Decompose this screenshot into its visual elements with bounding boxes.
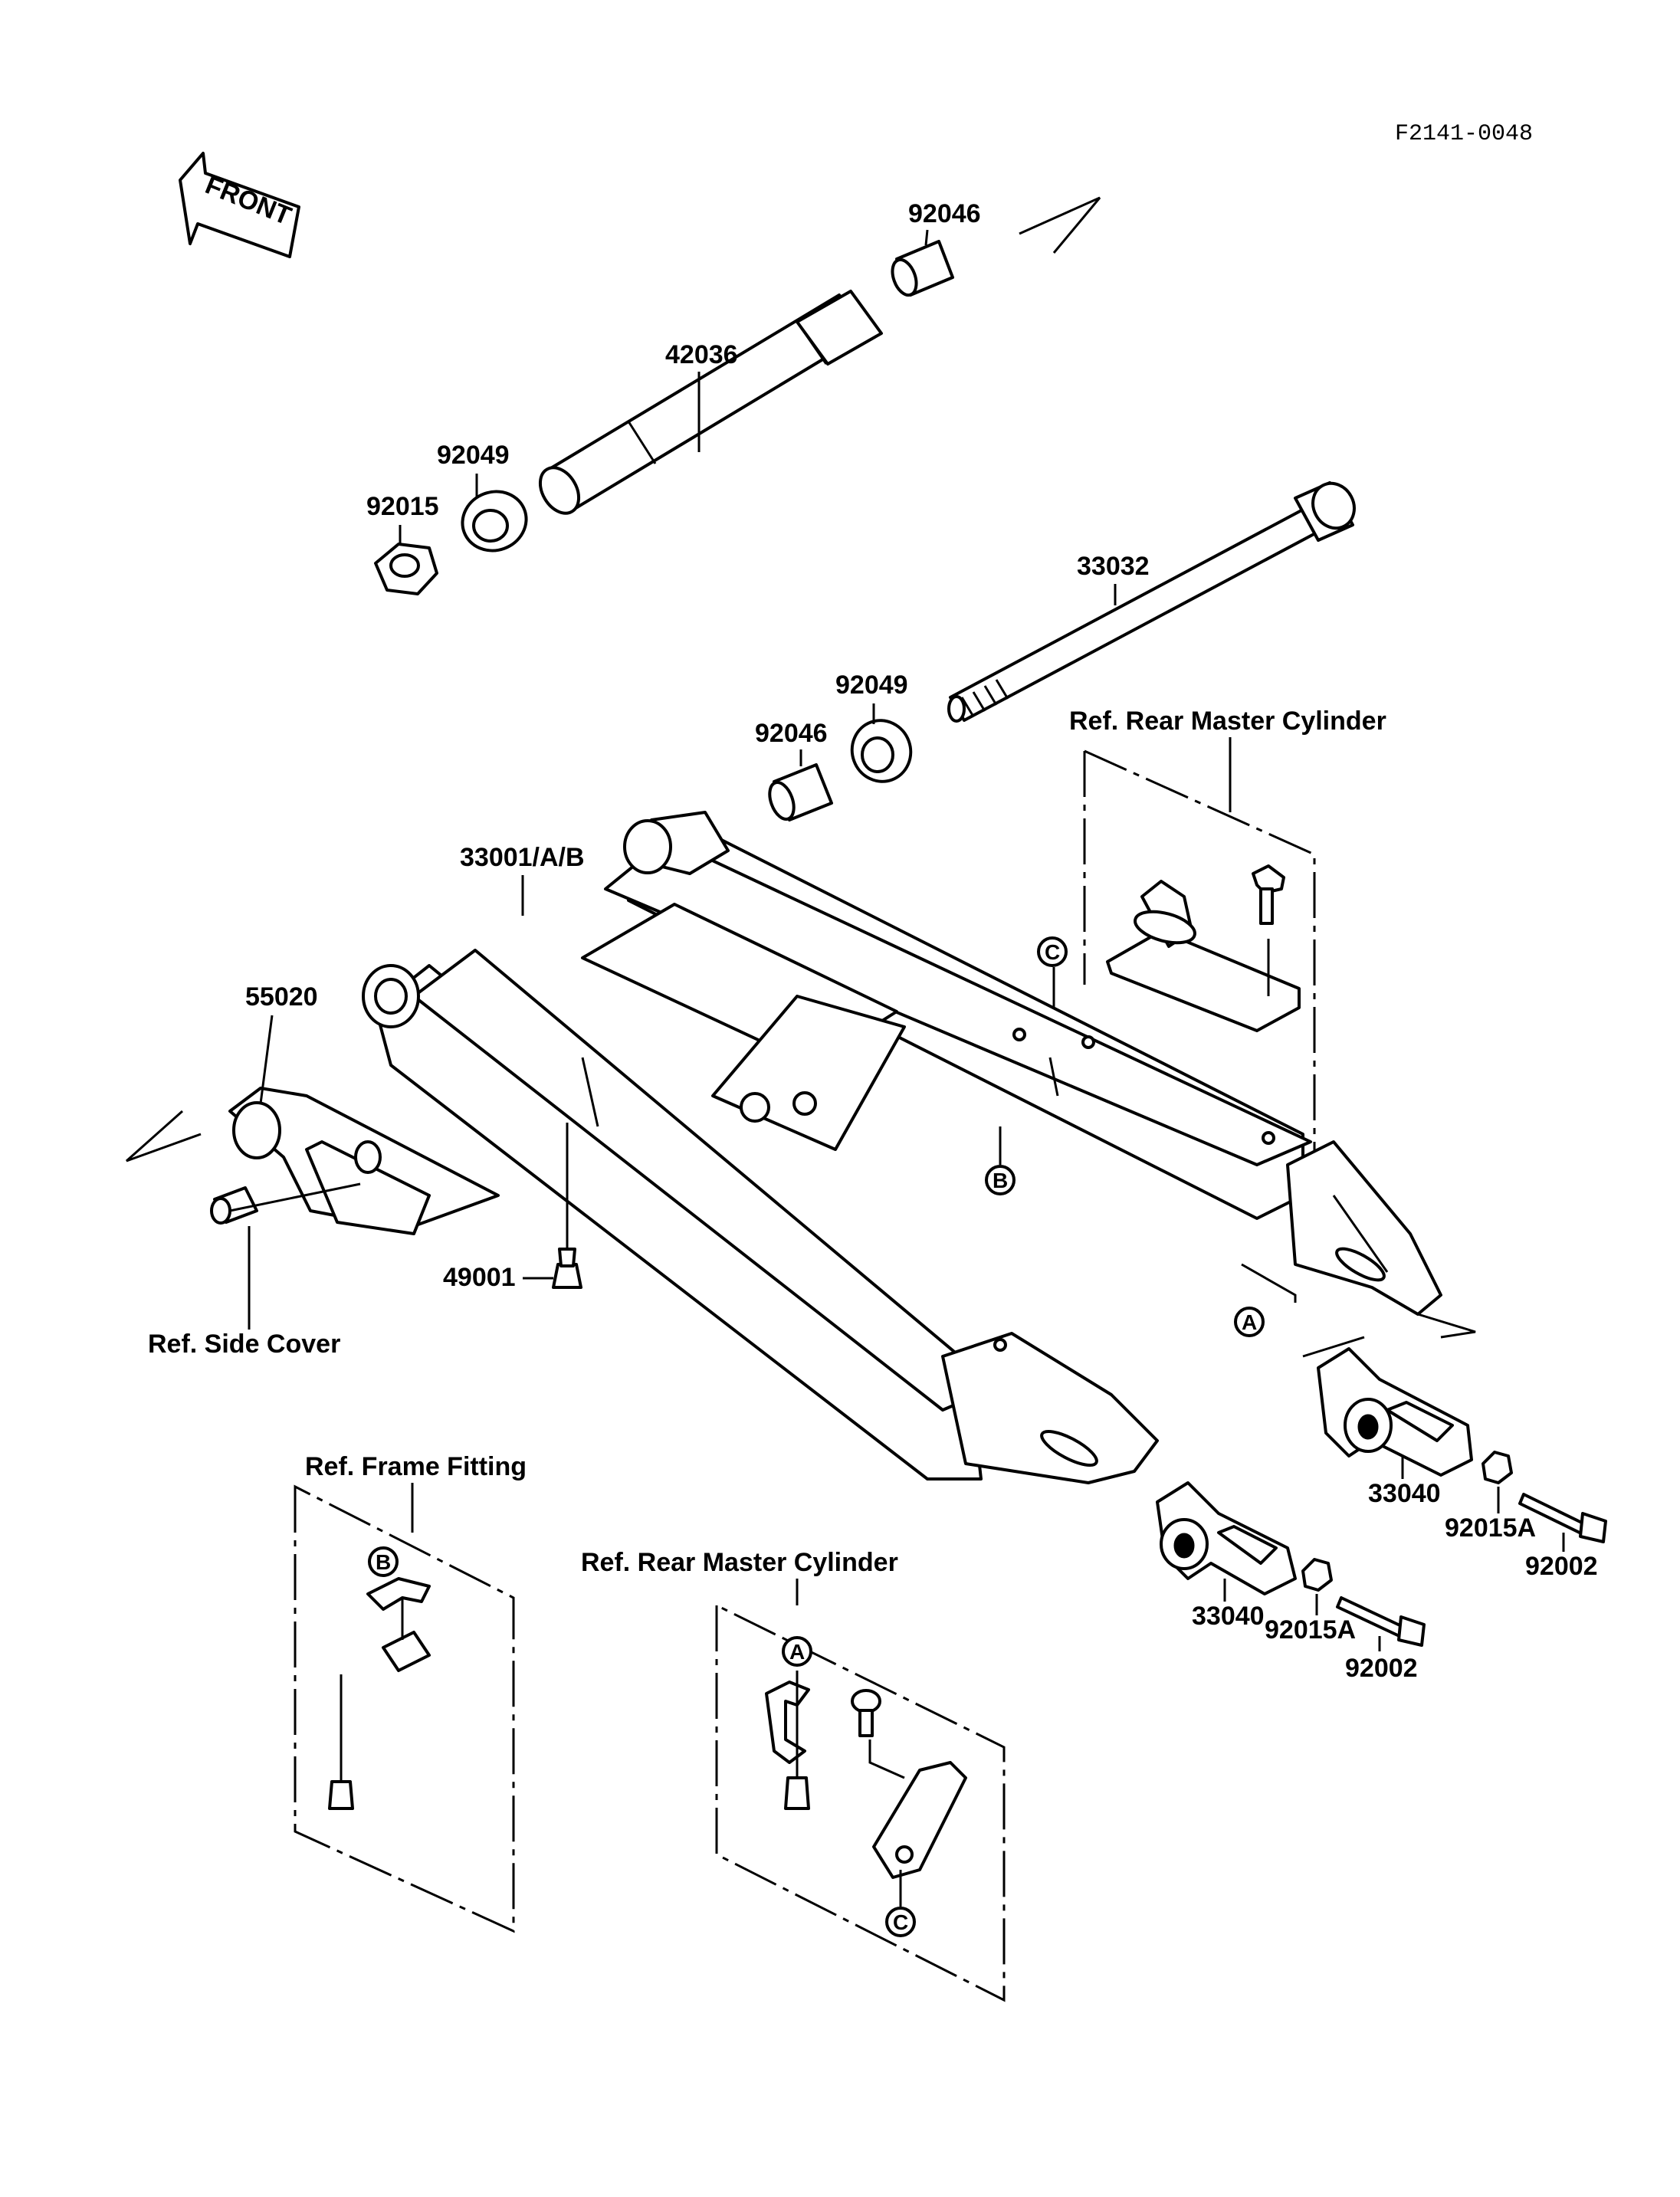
label-92049-left: 92049 xyxy=(437,441,510,470)
label-92015: 92015 xyxy=(366,492,439,521)
grease-fitting-49001 xyxy=(552,1123,582,1289)
diagram-code: F2141-0048 xyxy=(1395,121,1533,147)
direction-mark-left xyxy=(126,1110,202,1162)
label-92046-mid: 92046 xyxy=(755,719,828,748)
label-92015A-left: 92015A xyxy=(1265,1615,1356,1644)
oil-seal-92049-left xyxy=(461,490,528,553)
bearing-92046-top xyxy=(891,240,954,297)
nut-92015A-left xyxy=(1301,1558,1333,1592)
marker-a-master-cylinder: A xyxy=(789,1640,805,1664)
label-92015A-right: 92015A xyxy=(1445,1513,1536,1543)
side-cover-collar xyxy=(210,1182,361,1225)
direction-mark-right xyxy=(1302,1313,1476,1358)
chain-guide-55020 xyxy=(228,1087,500,1235)
front-arrow-icon: FRONT xyxy=(179,152,300,258)
ref-rear-master-cylinder-bottom: Ref. Rear Master Cylinder xyxy=(581,1548,898,1577)
swingarm-33001 xyxy=(362,811,1442,1484)
nut-92015 xyxy=(374,543,438,595)
ref-side-cover: Ref. Side Cover xyxy=(148,1330,340,1359)
marker-c-master-cylinder: C xyxy=(893,1910,908,1934)
label-33032: 33032 xyxy=(1077,552,1150,581)
bearing-92046-mid xyxy=(768,763,833,821)
label-42036: 42036 xyxy=(665,340,738,369)
label-49001: 49001 xyxy=(443,1263,516,1292)
label-33040-right: 33040 xyxy=(1368,1479,1441,1508)
label-33040-left: 33040 xyxy=(1192,1602,1265,1631)
ref-frame-fitting: Ref. Frame Fitting xyxy=(305,1452,527,1481)
master-cylinder-clamp-bottom xyxy=(765,1671,967,1879)
label-33001: 33001/A/B xyxy=(460,843,585,872)
label-92046-top: 92046 xyxy=(908,199,981,228)
chain-adjuster-33040-right xyxy=(1317,1347,1473,1477)
ref-box-rear-master-cylinder-bottom xyxy=(715,1603,1006,2002)
label-92002-right: 92002 xyxy=(1525,1552,1598,1581)
collar-42036 xyxy=(538,290,883,515)
marker-a-swingarm: A xyxy=(1242,1310,1257,1334)
marker-b-frame-fitting: B xyxy=(376,1550,391,1574)
label-92049-mid: 92049 xyxy=(835,671,908,700)
bolt-92002-left xyxy=(1336,1596,1426,1647)
chain-adjuster-33040-left xyxy=(1156,1481,1297,1595)
oil-seal-92049-mid xyxy=(850,719,913,783)
marker-b-swingarm: B xyxy=(993,1169,1008,1192)
marker-c-top: C xyxy=(1045,940,1060,964)
ref-rear-master-cylinder-top: Ref. Rear Master Cylinder xyxy=(1069,707,1386,736)
master-cylinder-bracket-top xyxy=(1106,864,1301,1032)
nut-92015A-right xyxy=(1481,1451,1513,1484)
bolt-92002-right xyxy=(1518,1493,1607,1543)
ref-box-frame-fitting xyxy=(294,1484,515,1933)
direction-mark-top xyxy=(1019,196,1101,254)
label-92002-left: 92002 xyxy=(1345,1654,1418,1683)
pivot-shaft-33032 xyxy=(947,481,1356,723)
ref-box-top-right xyxy=(1083,749,1316,1169)
label-55020: 55020 xyxy=(245,982,318,1012)
frame-fitting-clamp xyxy=(328,1577,431,1810)
